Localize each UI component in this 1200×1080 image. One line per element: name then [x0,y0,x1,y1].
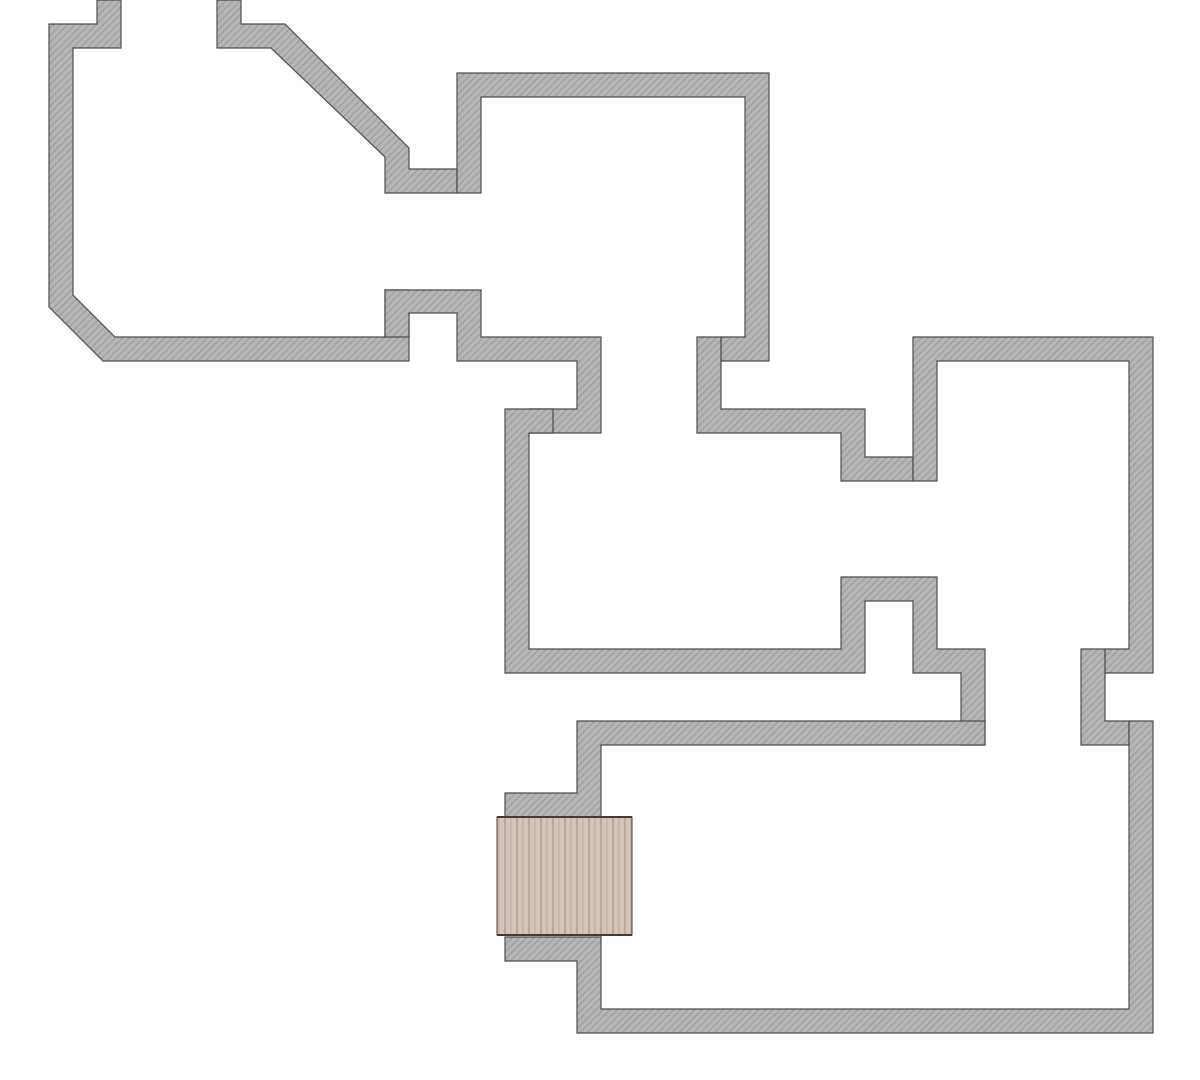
wall-center-room [504,408,986,746]
wall-northwest-room [48,0,410,362]
wall-north-exit-east [216,0,458,194]
wall-east-room [912,336,1154,674]
wall-north-room [456,72,770,362]
door-layer [496,816,633,936]
door-southeast-west[interactable] [496,816,633,936]
wall-corridor-nw-to-north-bottom [384,289,602,434]
wall-layer [48,0,1154,1034]
